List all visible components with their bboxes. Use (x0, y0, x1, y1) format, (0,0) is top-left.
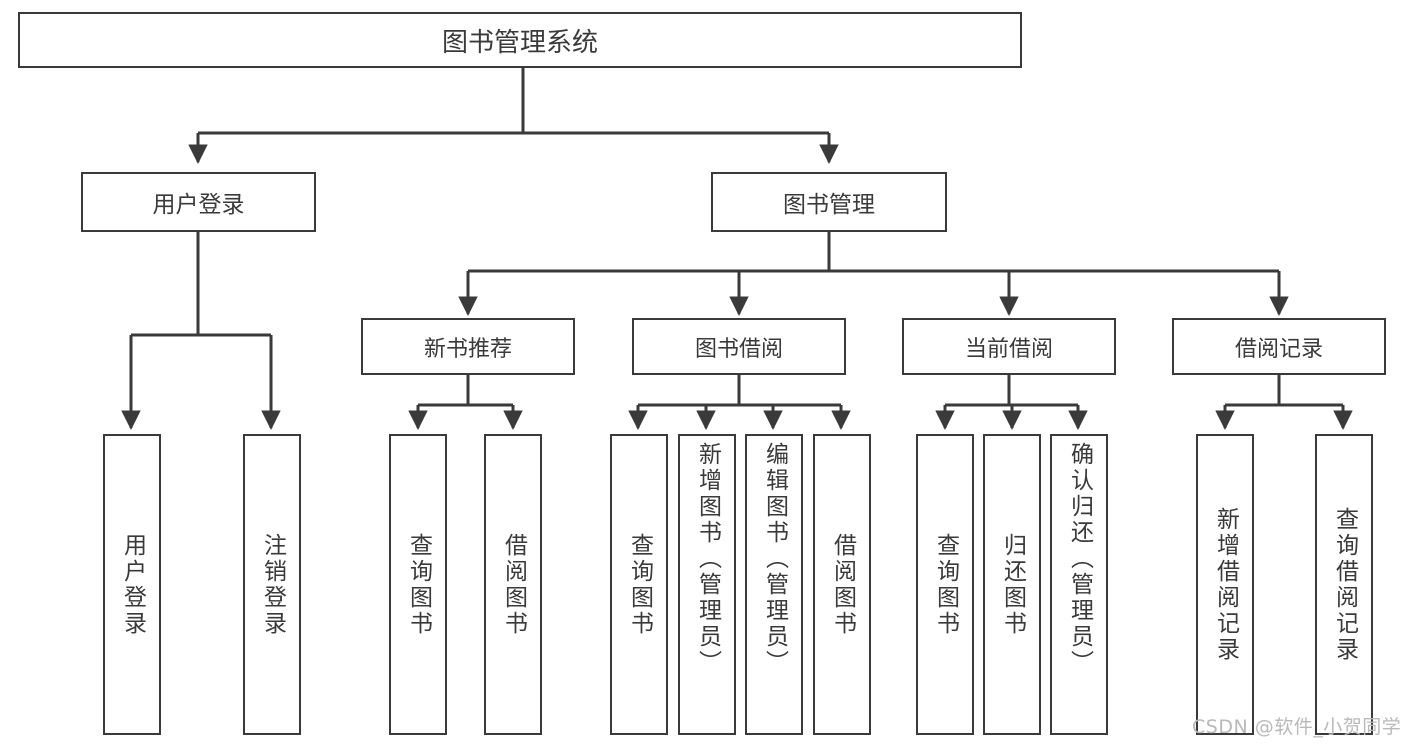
leaf-add-record[interactable]: 新增借阅记录 (1196, 434, 1254, 735)
leaf-label: 借阅图书 (500, 532, 527, 637)
leaf-confirm-return[interactable]: 确认归还（管理员） (1050, 434, 1108, 735)
node-new-book-rec[interactable]: 新书推荐 (361, 318, 575, 375)
watermark: CSDN @软件_小贺同学 (1192, 716, 1402, 738)
node-book-borrow[interactable]: 图书借阅 (632, 318, 846, 375)
leaf-query-book-3[interactable]: 查询图书 (916, 434, 974, 735)
leaf-query-book-1[interactable]: 查询图书 (389, 434, 447, 735)
node-borrow-record[interactable]: 借阅记录 (1172, 318, 1386, 375)
leaf-query-record[interactable]: 查询借阅记录 (1315, 434, 1373, 735)
leaf-return-book[interactable]: 归还图书 (983, 434, 1041, 735)
leaf-label: 查询图书 (932, 532, 959, 637)
leaf-borrow-book-1[interactable]: 借阅图书 (484, 434, 542, 735)
leaf-label: 确认归还（管理员） (1066, 442, 1093, 676)
node-current-borrow[interactable]: 当前借阅 (902, 318, 1116, 375)
leaf-label: 新增借阅记录 (1212, 506, 1239, 663)
leaf-label: 新增图书（管理员） (694, 442, 721, 676)
node-book-manage[interactable]: 图书管理 (711, 172, 947, 232)
leaf-label: 查询借阅记录 (1331, 506, 1358, 663)
leaf-label: 查询图书 (626, 532, 653, 637)
leaf-user-logout[interactable]: 注销登录 (243, 434, 301, 735)
leaf-label: 借阅图书 (829, 532, 856, 637)
leaf-label: 注销登录 (259, 532, 286, 637)
leaf-label: 用户登录 (119, 532, 146, 637)
node-user-login[interactable]: 用户登录 (81, 172, 316, 232)
leaf-add-book[interactable]: 新增图书（管理员） (678, 434, 736, 735)
leaf-borrow-book-2[interactable]: 借阅图书 (813, 434, 871, 735)
leaf-label: 查询图书 (405, 532, 432, 637)
leaf-label: 归还图书 (999, 532, 1026, 637)
leaf-edit-book[interactable]: 编辑图书（管理员） (745, 434, 803, 735)
leaf-label: 编辑图书（管理员） (761, 442, 788, 676)
leaf-user-login[interactable]: 用户登录 (103, 434, 161, 735)
node-root[interactable]: 图书管理系统 (18, 12, 1022, 68)
leaf-query-book-2[interactable]: 查询图书 (610, 434, 668, 735)
